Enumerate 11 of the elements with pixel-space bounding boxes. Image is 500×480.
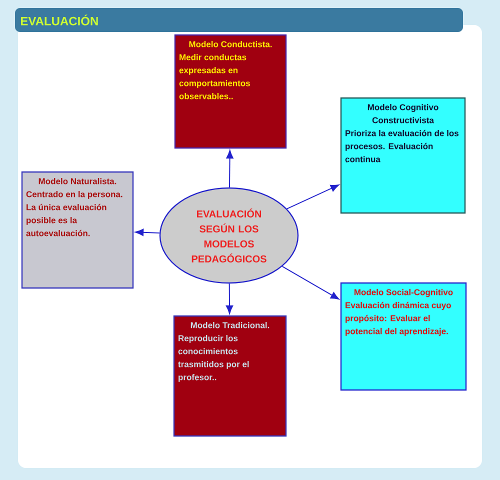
arrow (226, 283, 234, 314)
arrow (282, 266, 340, 300)
model-box: Modelo Social-Cognitivo Evaluación dinámica cuyo propósito: Evaluar el potencial del aprendizaje. (340, 282, 467, 391)
header-bar: EVALUACIÓN (15, 8, 463, 32)
arrow (226, 150, 234, 188)
arrow (135, 228, 160, 236)
model-box: Modelo Naturalista. Centrado en la persona. La única evaluación posible es la autoevaluación. (21, 171, 134, 289)
model-box: Modelo Conductista. Medir conductas expresadas en comportamientos observables.. (174, 34, 287, 149)
model-box: Modelo Cognitivo Constructivista Prioriza la evaluación de los procesos. Evaluación continua (340, 97, 466, 214)
arrow (286, 184, 340, 210)
model-box: Modelo Tradicional. Reproducir los conocimientos trasmitidos por el profesor.. (173, 315, 287, 437)
